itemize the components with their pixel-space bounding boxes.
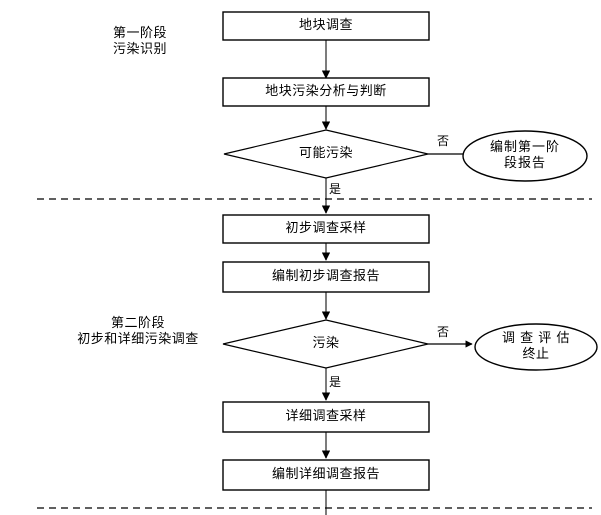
stage-label-phase-1: 第一阶段 污染识别 [112,26,167,57]
node-preliminary-sampling-shape [222,214,430,244]
node-possible-pollution-shape [223,129,429,179]
node-phase1-report-shape [462,130,588,182]
node-site-survey-shape [222,11,430,41]
edge-label-no-1: 否 [437,134,450,148]
node-pollution-analysis-shape [222,77,430,107]
node-pollution-decision-shape [222,319,429,369]
stage-label-phase-2: 第二阶段 初步和详细污染调查 [77,316,199,347]
node-survey-terminated-shape [474,323,598,371]
edge-label-yes-2: 是 [329,375,342,389]
edge-label-no-2: 否 [437,325,450,339]
node-detailed-sampling-shape [222,401,430,433]
edge-label-yes-1: 是 [329,182,342,196]
node-preliminary-report-shape [222,261,430,293]
node-detailed-report-shape [222,459,430,491]
